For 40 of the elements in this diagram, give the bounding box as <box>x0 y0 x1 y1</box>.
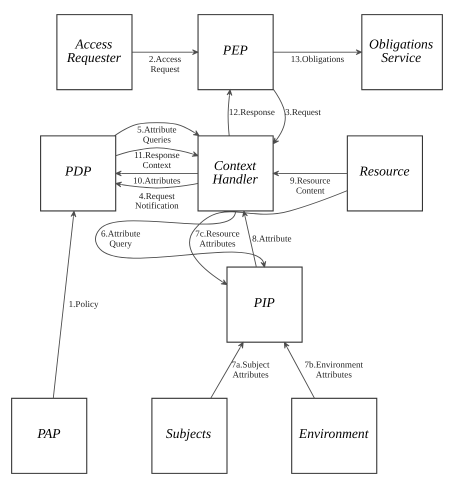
edge-label: 11.Response Context <box>134 150 180 170</box>
arrow <box>272 48 362 55</box>
arrow <box>115 146 198 156</box>
arrow <box>95 210 266 268</box>
arrow <box>272 170 348 176</box>
edge-label: 8.Attribute <box>252 232 292 243</box>
arrow <box>114 122 200 136</box>
arrow <box>242 210 257 267</box>
edge-label: 1.Policy <box>68 298 99 308</box>
edge-label: 12.Response <box>228 106 275 117</box>
node-box: PDP <box>40 134 116 212</box>
arrow <box>226 88 232 136</box>
node-box: PEP <box>198 14 274 90</box>
arrow <box>115 170 198 176</box>
edge-label: 7a.Subject Attributes <box>232 359 270 379</box>
node-box: Subjects <box>151 397 228 474</box>
edge-label: 5.Attribute Queries <box>137 124 177 144</box>
arrow <box>132 48 198 55</box>
edge-label: 13.Obligations <box>290 54 344 64</box>
node-box: Environment <box>291 397 378 474</box>
arrow <box>189 190 348 285</box>
node-box: PIP <box>226 266 303 342</box>
edge-label: 6.Attribute Query <box>100 228 140 248</box>
edge-label: 2.Access Request <box>148 54 182 74</box>
edge-label: 3.Request <box>285 106 321 117</box>
arrow <box>52 210 76 398</box>
edge-label: 7b.Environment Attributes <box>304 359 363 379</box>
node-box: PAP <box>11 397 88 474</box>
arrow <box>115 181 198 188</box>
arrow <box>284 341 315 398</box>
arrow <box>210 341 244 398</box>
node-box: Resource <box>346 134 423 212</box>
edge-label: 4.Request Notification <box>135 190 179 210</box>
arrow <box>272 88 286 144</box>
edge-label: 10.Attributes <box>133 174 181 185</box>
node-box: Context Handler <box>198 134 274 212</box>
node-box: Access Requester <box>56 14 133 90</box>
edge-label: 7c.Resource Attributes <box>195 228 240 248</box>
node-box: Obligations Service <box>361 14 443 90</box>
edge-label: 9.Resource Content <box>290 174 330 195</box>
